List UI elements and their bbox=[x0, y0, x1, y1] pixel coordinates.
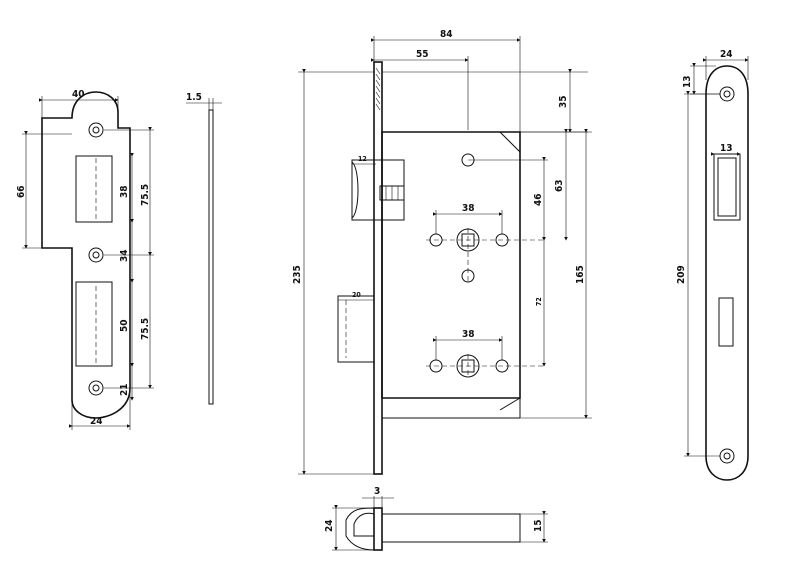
strike-upper-slot bbox=[75, 155, 113, 223]
faceplate-latch-slot bbox=[718, 297, 734, 347]
dim-strike-34: 34 bbox=[119, 249, 130, 262]
dim-face-209: 209 bbox=[676, 265, 687, 284]
dim-thickness: 1.5 bbox=[186, 92, 202, 103]
lock-body: 84 55 35 235 63 46 165 bbox=[292, 29, 592, 475]
dim-face-13-slot: 13 bbox=[720, 143, 733, 154]
dim-strike-75-upper: 75.5 bbox=[140, 184, 151, 206]
dim-strike-75-lower: 75.5 bbox=[140, 318, 151, 340]
bottom-bolt bbox=[381, 513, 521, 543]
lock-faceplate bbox=[373, 61, 383, 475]
lock-case bbox=[381, 131, 521, 399]
dim-body-235: 235 bbox=[292, 265, 303, 284]
strike-hole-bottom bbox=[88, 380, 104, 396]
dim-body-72: 72 bbox=[535, 297, 543, 306]
faceplate-hole-top bbox=[719, 86, 735, 102]
dim-strike-50: 50 bbox=[119, 319, 130, 332]
dim-body-55: 55 bbox=[416, 49, 429, 60]
lock-bottom-view: 3 24 15 bbox=[324, 486, 548, 551]
strike-hole-mid bbox=[88, 247, 104, 263]
strike-thickness-view: 1.5 bbox=[186, 92, 222, 405]
dim-strike-width: 40 bbox=[72, 89, 85, 100]
dim-body-38-upper: 38 bbox=[462, 203, 475, 214]
dim-body-165: 165 bbox=[575, 265, 586, 284]
strike-hole-top bbox=[88, 122, 104, 138]
dim-body-84: 84 bbox=[440, 29, 453, 40]
dim-body-38-lower: 38 bbox=[462, 329, 475, 340]
strike-plate: 40 66 38 75.5 34 50 75.5 21 24 bbox=[16, 89, 154, 430]
dim-strike-38: 38 bbox=[119, 185, 130, 198]
dim-strike-66: 66 bbox=[16, 185, 27, 198]
dim-bottom-15: 15 bbox=[533, 519, 544, 532]
dim-body-20: 20 bbox=[352, 291, 361, 299]
strike-lower-slot bbox=[75, 281, 113, 367]
latch-bolt bbox=[337, 295, 375, 363]
dim-strike-21: 21 bbox=[119, 383, 130, 396]
dim-body-35: 35 bbox=[558, 95, 569, 108]
dim-strike-24: 24 bbox=[90, 416, 103, 427]
dim-face-24: 24 bbox=[720, 49, 733, 60]
dim-body-46: 46 bbox=[533, 193, 544, 206]
faceplate-hole-bottom bbox=[719, 448, 735, 464]
faceplate-outline bbox=[705, 65, 749, 481]
dim-body-63: 63 bbox=[554, 179, 565, 192]
faceplate-front: 24 13 13 209 bbox=[676, 49, 749, 481]
dim-body-12: 12 bbox=[358, 155, 367, 163]
dim-bottom-24: 24 bbox=[324, 519, 335, 532]
dim-face-13-top: 13 bbox=[682, 75, 693, 88]
deadbolt bbox=[351, 159, 405, 221]
dim-bottom-3: 3 bbox=[374, 486, 380, 497]
